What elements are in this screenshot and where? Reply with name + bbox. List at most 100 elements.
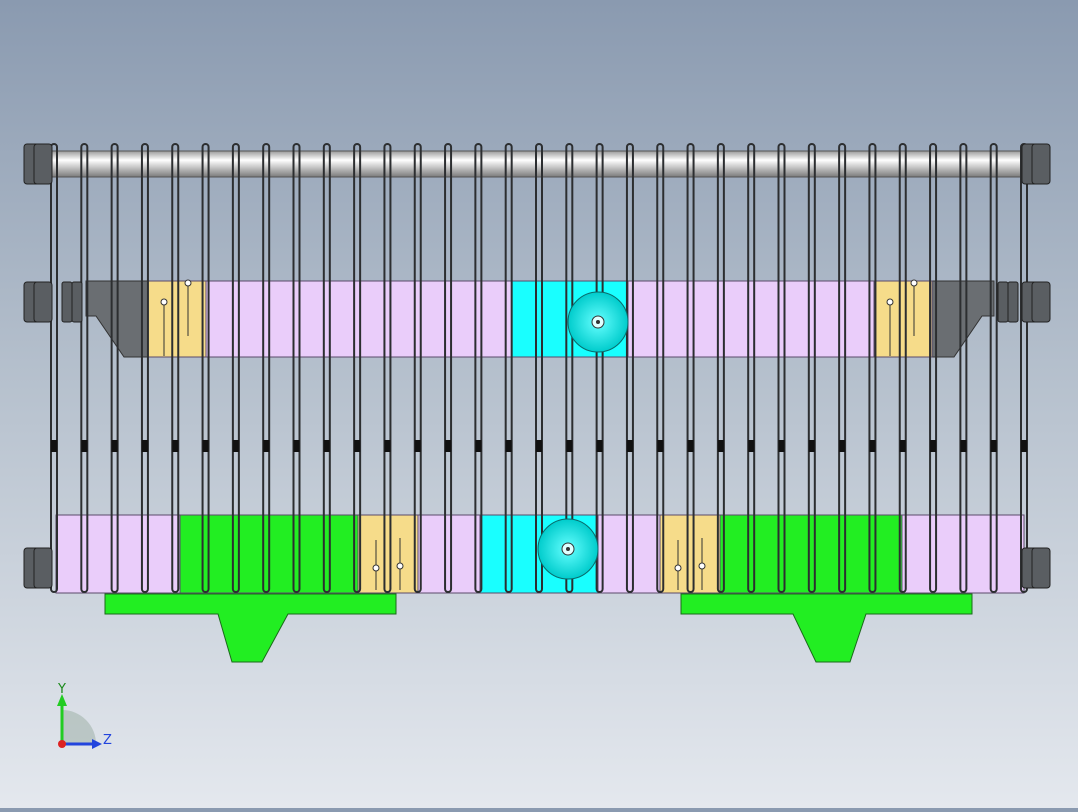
plate-slot <box>657 440 664 452</box>
plate <box>777 143 786 593</box>
nut <box>1031 281 1051 323</box>
nut <box>1031 143 1051 185</box>
clamp-block <box>357 514 419 594</box>
nut <box>71 281 83 323</box>
pin-head <box>674 564 682 572</box>
plate <box>353 143 362 593</box>
pin-head <box>886 298 894 306</box>
pin-head <box>910 279 918 287</box>
hub-center <box>566 547 570 551</box>
pin-head <box>372 564 380 572</box>
axis-triad: Y Z <box>40 680 130 760</box>
plate-slot <box>111 440 118 452</box>
plate-slot <box>354 440 361 452</box>
rod <box>41 150 1039 178</box>
plate <box>262 143 271 593</box>
clamp-details <box>160 279 918 590</box>
plate <box>444 143 453 593</box>
plate-slot <box>687 440 694 452</box>
plate <box>686 143 695 593</box>
plate <box>322 143 331 593</box>
base-bracket-right <box>680 593 973 663</box>
plate-slot <box>172 440 179 452</box>
plate <box>989 143 998 593</box>
plate-slot <box>717 440 724 452</box>
plate-slot <box>596 440 603 452</box>
triad-plane-shading <box>62 710 96 744</box>
plate-slot <box>748 440 755 452</box>
plate-slot <box>960 440 967 452</box>
nut <box>33 547 53 589</box>
plate <box>50 143 58 593</box>
plate <box>868 143 877 593</box>
plate-slot <box>626 440 633 452</box>
top-rod <box>41 150 1039 178</box>
plates <box>50 143 1028 593</box>
plate <box>292 143 301 593</box>
plate-slot <box>930 440 937 452</box>
plate <box>565 143 574 593</box>
plate <box>80 143 89 593</box>
plate-slot <box>1021 440 1027 452</box>
pin-head <box>396 562 404 570</box>
plate <box>898 143 907 593</box>
plate-slot <box>81 440 88 452</box>
plate <box>110 143 119 593</box>
spacer-block <box>205 280 513 358</box>
plate <box>716 143 725 593</box>
plate-slots <box>51 440 1027 452</box>
spacer-block <box>417 514 481 594</box>
plate-slot <box>445 440 452 452</box>
plate <box>807 143 816 593</box>
plate <box>747 143 756 593</box>
plate <box>929 143 938 593</box>
spacer-block <box>901 514 1025 594</box>
plate-slot <box>384 440 391 452</box>
plate <box>656 143 665 593</box>
nut <box>33 281 53 323</box>
plate-slot <box>505 440 512 452</box>
base-brackets <box>104 593 973 663</box>
base-bracket-left <box>104 593 397 663</box>
plate-slot <box>990 440 997 452</box>
hub-center <box>596 320 600 324</box>
plate-slot <box>839 440 846 452</box>
plate <box>625 143 634 593</box>
z-axis-arrow-icon <box>92 739 102 749</box>
plate-slot <box>141 440 148 452</box>
plate-slot <box>414 440 421 452</box>
pin-head <box>184 279 192 287</box>
plate <box>595 143 604 593</box>
nut <box>997 281 1009 323</box>
plate-slot <box>536 440 542 452</box>
plate <box>201 143 210 593</box>
plate <box>504 143 513 593</box>
spacer-block <box>627 280 875 358</box>
clamp-block <box>659 514 721 594</box>
plate <box>959 143 968 593</box>
plate-slot <box>899 440 906 452</box>
nut <box>61 281 73 323</box>
plate-slot <box>323 440 330 452</box>
plate-slot <box>869 440 876 452</box>
end-bracket-right <box>929 280 995 358</box>
plate-slot <box>263 440 270 452</box>
plate <box>838 143 847 593</box>
plate <box>231 143 240 593</box>
plate <box>383 143 392 593</box>
plate-slot <box>51 440 57 452</box>
plate-slot <box>808 440 815 452</box>
plate <box>535 143 543 593</box>
end-nuts <box>23 143 1051 589</box>
plate <box>140 143 149 593</box>
spacer-block <box>597 514 661 594</box>
z-axis-label: Z <box>103 733 112 748</box>
hub-details <box>537 291 629 580</box>
clamp-block <box>873 280 933 358</box>
plate <box>413 143 422 593</box>
clamp-block <box>147 280 207 358</box>
plate-slot <box>778 440 785 452</box>
y-axis-arrow-icon <box>57 694 67 706</box>
